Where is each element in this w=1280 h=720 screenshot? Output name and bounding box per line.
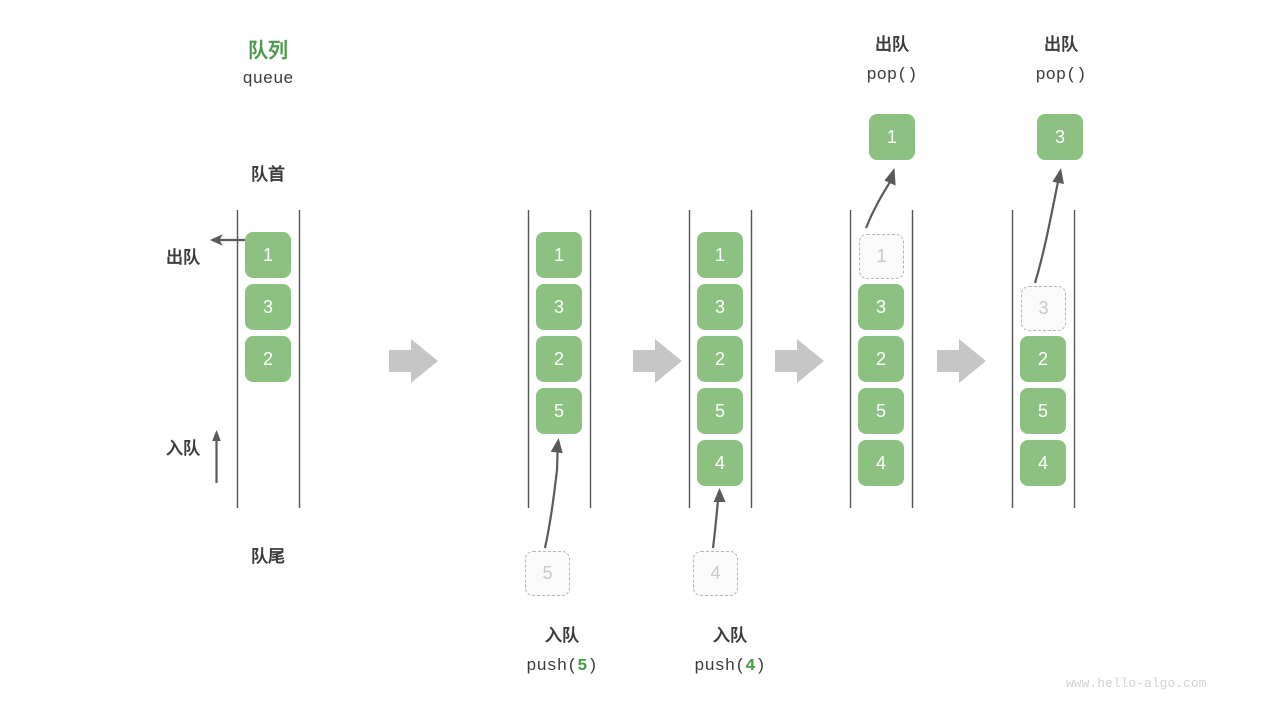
pop3-header-cn: 出队 — [1044, 35, 1078, 54]
push5-code-arg: 5 — [577, 657, 588, 676]
flow-arrow-2-icon — [633, 339, 682, 383]
queue-cell[interactable]: 2 — [245, 336, 291, 382]
queue-cell[interactable]: 2 — [536, 336, 582, 382]
push4-arrow-icon — [711, 488, 726, 549]
queue-cell[interactable]: 5 — [858, 388, 904, 434]
queue-cell[interactable]: 5 — [1020, 388, 1066, 434]
pop1-arrow-icon — [864, 168, 896, 229]
dequeue-axis-label: 出队 — [166, 248, 200, 267]
queue-cell[interactable]: 2 — [1020, 336, 1066, 382]
popped-value-cell[interactable]: 1 — [869, 114, 915, 160]
popped-value-cell[interactable]: 3 — [1037, 114, 1083, 160]
queue-cell-new[interactable]: 5 — [536, 388, 582, 434]
pop1-header-cn: 出队 — [875, 35, 909, 54]
queue-ghost-cell: 3 — [1021, 286, 1066, 331]
pop3-arrow-icon — [1033, 168, 1064, 284]
queue-cell[interactable]: 5 — [697, 388, 743, 434]
queue-cell[interactable]: 3 — [536, 284, 582, 330]
push5-caption-code: push(5) — [488, 657, 636, 676]
push4-code-prefix: push( — [694, 657, 746, 676]
queue-cell[interactable]: 4 — [858, 440, 904, 486]
flow-arrow-3-icon — [775, 339, 824, 383]
flow-arrow-4-icon — [937, 339, 986, 383]
queue-cell[interactable]: 2 — [697, 336, 743, 382]
push4-code-arg: 4 — [745, 657, 756, 676]
push4-caption-code: push(4) — [656, 657, 804, 676]
enqueue-axis-arrow-icon — [212, 430, 221, 483]
queue-title-cn: 队列 — [248, 40, 288, 62]
queue-cell[interactable]: 1 — [697, 232, 743, 278]
push5-code-suffix: ) — [587, 657, 598, 676]
enqueue-axis-label: 入队 — [166, 439, 200, 458]
queue-cell[interactable]: 3 — [245, 284, 291, 330]
queue-cell[interactable]: 3 — [858, 284, 904, 330]
queue-cell-new[interactable]: 4 — [697, 440, 743, 486]
queue-front-label: 队首 — [251, 165, 285, 184]
queue-cell[interactable]: 3 — [697, 284, 743, 330]
queue-ghost-cell: 1 — [859, 234, 904, 279]
queue-cell[interactable]: 1 — [245, 232, 291, 278]
pop3-header-code: pop() — [1035, 66, 1087, 85]
push4-caption-cn: 入队 — [713, 626, 747, 645]
queue-cell[interactable]: 4 — [1020, 440, 1066, 486]
pop1-header-code: pop() — [866, 66, 918, 85]
push5-arrow-icon — [543, 438, 563, 549]
flow-arrow-1-icon — [389, 339, 438, 383]
queue-cell[interactable]: 1 — [536, 232, 582, 278]
push4-code-suffix: ) — [755, 657, 766, 676]
queue-rear-label: 队尾 — [251, 547, 285, 566]
watermark: www.hello-algo.com — [1066, 676, 1207, 691]
queue-ghost-cell: 5 — [525, 551, 570, 596]
queue-ghost-cell: 4 — [693, 551, 738, 596]
queue-cell[interactable]: 2 — [858, 336, 904, 382]
queue-title-en: queue — [242, 70, 294, 89]
push5-caption-cn: 入队 — [545, 626, 579, 645]
push5-code-prefix: push( — [526, 657, 578, 676]
